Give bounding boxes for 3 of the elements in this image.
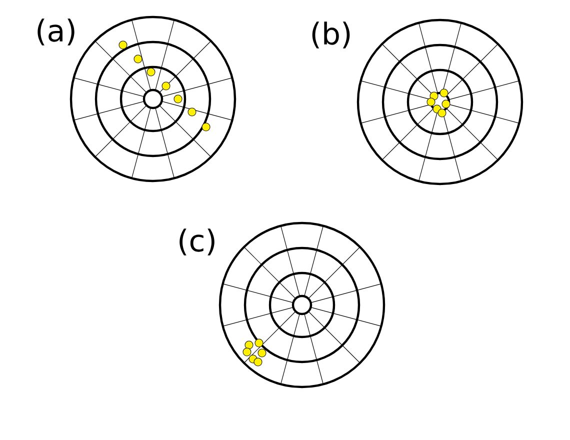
panel-label: (c) [180,228,214,256]
panel-label: (a) [38,18,74,46]
panel-label: (b) [312,22,350,48]
